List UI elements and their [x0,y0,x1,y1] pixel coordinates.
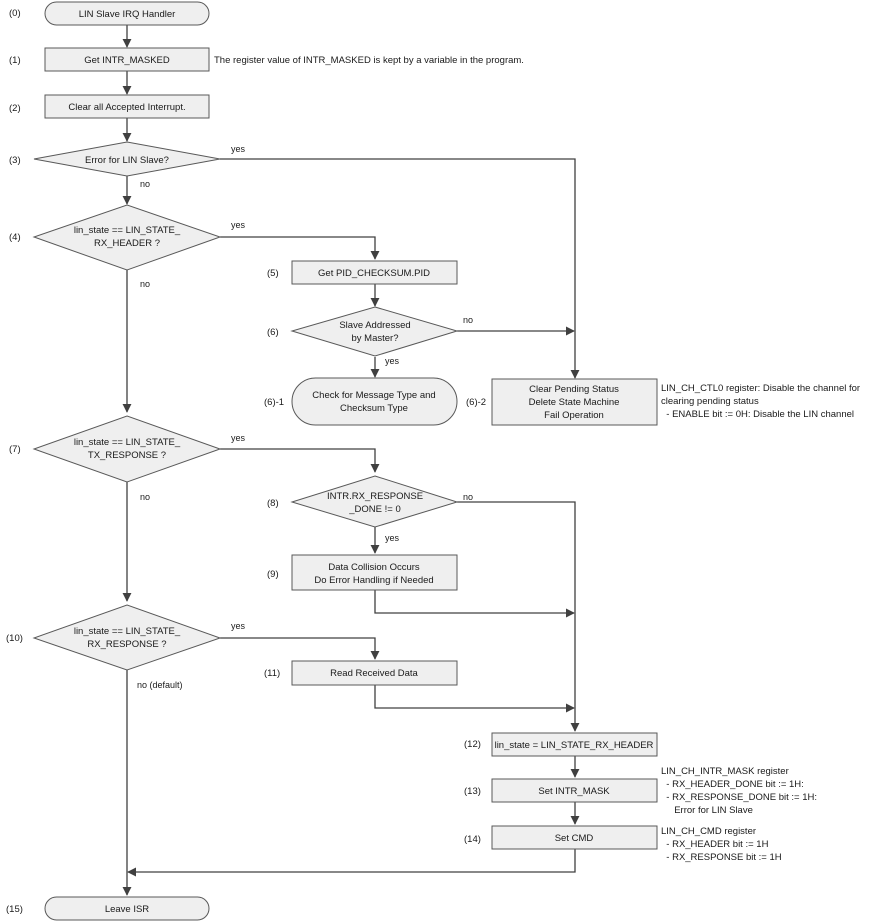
check-message-terminal: Check for Message Type and Checksum Type [291,377,458,426]
step-13: (13) [464,786,481,797]
edge-rx-response-yes [220,637,380,660]
get-intr-masked-label: Get INTR_MASKED [84,55,170,66]
rx-response-decision: lin_state == LIN_STATE_ RX_RESPONSE ? [32,604,222,671]
clear-interrupt-box: Clear all Accepted Interrupt. [44,94,210,119]
clear-pending-label-line1: Clear Pending Status [529,384,619,395]
set-state-label: lin_state = LIN_STATE_RX_HEADER [495,740,654,751]
error-check-decision: Error for LIN Slave? [33,141,221,177]
leave-isr-node: Leave ISR [44,896,210,921]
step-6: (6) [267,327,279,338]
step-numbers: (0) (1) (2) (3) (4) (5) (6) (6)-1 (6)-2 … [6,8,486,915]
step-6-2: (6)-2 [466,397,486,408]
step-1: (1) [9,55,21,66]
note-cmd-line1: LIN_CH_CMD register [661,826,756,837]
set-cmd-label: Set CMD [555,833,594,844]
label-no-addressed: no [463,315,473,325]
note-ctl0-line2: clearing pending status [661,396,759,407]
label-yes-rx-header: yes [231,220,246,230]
note-cmd-line3: - RX_RESPONSE bit := 1H [661,852,782,863]
slave-addressed-decision: Slave Addressed by Master? [290,306,459,357]
clear-pending-label-line2: Delete State Machine [529,397,620,408]
set-state-box: lin_state = LIN_STATE_RX_HEADER [491,732,658,757]
step-15: (15) [6,904,23,915]
note-intr-mask-line2: - RX_HEADER_DONE bit := 1H: [661,779,804,790]
label-yes-addressed: yes [385,356,400,366]
note-cmd-line2: - RX_HEADER bit := 1H [661,839,769,850]
data-collision-label-line2: Do Error Handling if Needed [314,575,433,586]
step-7: (7) [9,444,21,455]
set-cmd-box: Set CMD [491,825,658,850]
clear-pending-label-line3: Fail Operation [544,410,604,421]
edge-tx-response-yes [220,448,380,473]
start-node: LIN Slave IRQ Handler [44,1,210,26]
edge-rx-header-yes [220,236,380,260]
rx-header-label-line1: lin_state == LIN_STATE_ [74,225,181,236]
rx-response-label-line1: lin_state == LIN_STATE_ [74,626,181,637]
note-ctl0-line3: - ENABLE bit := 0H: Disable the LIN chan… [661,409,854,420]
rx-header-decision: lin_state == LIN_STATE_ RX_HEADER ? [32,204,222,271]
get-intr-masked-box: Get INTR_MASKED [44,47,210,72]
clear-pending-box: Clear Pending Status Delete State Machin… [491,378,658,426]
step-11: (11) [264,668,280,679]
error-check-label: Error for LIN Slave? [85,155,169,166]
step-6-1: (6)-1 [264,397,284,408]
set-intr-mask-label: Set INTR_MASK [538,786,610,797]
tx-response-label-line2: TX_RESPONSE ? [88,450,166,461]
check-message-label-line2: Checksum Type [340,403,408,414]
step-12: (12) [464,739,481,750]
data-collision-box: Data Collision Occurs Do Error Handling … [291,554,458,591]
rx-response-done-decision: INTR.RX_RESPONSE _DONE != 0 [290,475,459,528]
label-yes-rx-done: yes [385,533,400,543]
step-0: (0) [9,8,21,19]
rx-response-label-line2: RX_RESPONSE ? [87,639,166,650]
note-intr-mask-line4: Error for LIN Slave [661,805,753,816]
step-3: (3) [9,155,21,166]
set-intr-mask-box: Set INTR_MASK [491,778,658,803]
note-intr-mask-line3: - RX_RESPONSE_DONE bit := 1H: [661,792,817,803]
leave-isr-label: Leave ISR [105,904,149,915]
label-no-rx-done: no [463,492,473,502]
step-8: (8) [267,498,279,509]
slave-addressed-label-line2: by Master? [352,333,399,344]
check-message-label-line1: Check for Message Type and [312,390,435,401]
branch-labels: yes no yes no no yes yes no no yes yes n… [137,144,473,690]
rx-response-done-label-line1: INTR.RX_RESPONSE [327,491,423,502]
clear-interrupt-label: Clear all Accepted Interrupt. [68,102,185,113]
notes: The register value of INTR_MASKED is kep… [214,55,860,863]
rx-response-done-label-line2: _DONE != 0 [348,504,400,515]
edge-collision-to-main [374,590,575,618]
step-9: (9) [267,569,279,580]
label-yes-tx-response: yes [231,433,246,443]
note-intr-mask-line1: LIN_CH_INTR_MASK register [661,766,789,777]
label-yes-error: yes [231,144,246,154]
label-yes-rx-response: yes [231,621,246,631]
label-no-tx-response: no [140,492,150,502]
edge-cmd-to-leave [127,849,576,877]
edge-error-yes [220,158,580,379]
label-no-error: no [140,179,150,189]
step-10: (10) [6,633,23,644]
slave-addressed-label-line1: Slave Addressed [339,320,410,331]
step-5: (5) [267,268,279,279]
edges [122,25,580,896]
step-14: (14) [464,834,481,845]
label-no-default: no (default) [137,680,183,690]
label-no-rx-header: no [140,279,150,289]
rx-header-label-line2: RX_HEADER ? [94,238,160,249]
note-intr-masked: The register value of INTR_MASKED is kep… [214,55,524,66]
edge-read-to-main [374,685,575,713]
tx-response-label-line1: lin_state == LIN_STATE_ [74,437,181,448]
get-pid-label: Get PID_CHECKSUM.PID [318,268,430,279]
tx-response-decision: lin_state == LIN_STATE_ TX_RESPONSE ? [32,415,222,483]
start-node-label: LIN Slave IRQ Handler [79,9,176,20]
edge-rx-done-no [457,501,580,732]
get-pid-box: Get PID_CHECKSUM.PID [291,260,458,285]
step-4: (4) [9,232,21,243]
step-2: (2) [9,103,21,114]
data-collision-label-line1: Data Collision Occurs [328,562,420,573]
note-ctl0-line1: LIN_CH_CTL0 register: Disable the channe… [661,383,860,394]
read-data-box: Read Received Data [291,660,458,686]
read-data-label: Read Received Data [330,668,418,679]
